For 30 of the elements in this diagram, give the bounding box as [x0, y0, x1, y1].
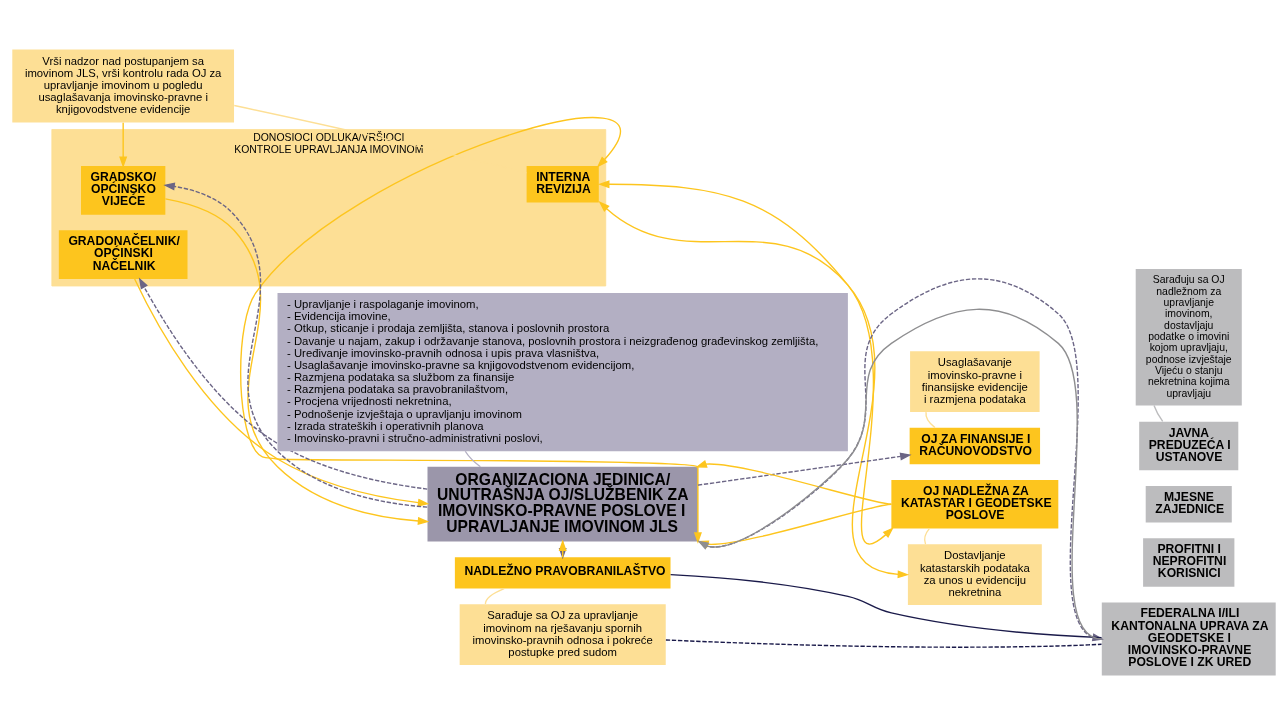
connector	[923, 528, 930, 545]
arrow	[598, 180, 894, 545]
node-box: GRADSKO/ OPĆINSKO VIJEĆE	[81, 166, 166, 215]
node-box: INTERNA REVIZIJA	[526, 166, 599, 203]
arrow	[695, 460, 893, 505]
connector	[1153, 404, 1164, 423]
connector	[464, 450, 482, 468]
node-box: NADLEŽNO PRAVOBRANILAŠTVO	[454, 557, 671, 589]
node-box: - Upravljanje i raspolaganje imovinom, - Evidencija imovine, - Otkup, sticanje i prodaja zemljišta, stanova i poslovnih prostora - Davanje u najam, zakup i održavanje stanova, poslovnih prostora i neizgrađenog građevinskog zemljišta, - Uređivanje imovinsko-pravnih odnosa i upis prava vlasništva, - Usaglašavanje imovinsko-pravne sa knjigovodstvenom evidencijom, - Razmjena podataka sa službom za finansije - Razmjena podataka sa pravobranilaštvom, - Procjena vrijednosti nekretnina, - Podnošenje izvještaja o upravljanju imovinom - Izrada strateških i operativnih planova - Imovinsko-pravni i stručno-administrativni poslovi,	[277, 292, 848, 452]
node-box: Dostavljanje katastarskih podataka za unos u evidenciju nekretnina	[907, 544, 1042, 606]
connector	[665, 639, 1103, 648]
arrow	[598, 201, 910, 579]
connector	[484, 587, 505, 605]
node-box: Sarađuju sa OJ nadležnom za upravljanje imovinom, dostavljaju podatke o imovini kojom upravljaju, podnose izvještaje Vijeću o stanju nekretnina kojima upravljaju	[1135, 269, 1242, 406]
node-box: Vrši nadzor nad postupanjem sa imovinom JLS, vrši kontrolu rada OJ za upravljanje imovinom u pogledu usaglašavanja imovinsko-pravne i knjigovodstvene evidencije	[12, 49, 235, 123]
connector	[233, 104, 528, 174]
node-box: GRADONAČELNIK/ OPĆINSKI NAČELNIK	[58, 230, 188, 280]
node-box: OJ ZA FINANSIJE I RAČUNOVODSTVO	[909, 427, 1041, 465]
arrow	[697, 452, 912, 486]
node-box: Sarađuje sa OJ za upravljanje imovinom na rješavanju spornih imovinsko-pravnih odnosa i pokreće postupke pred sudom	[459, 604, 666, 666]
connector	[925, 411, 936, 429]
arrow	[119, 122, 128, 168]
node-box: JAVNA PREDUZEĆA I USTANOVE	[1139, 421, 1239, 471]
node-box: FEDERALNA I/ILI KANTONALNA UPRAVA ZA GEODETSKE I IMOVINSKO-PRAVNE POSLOVE I ZK URED	[1101, 602, 1276, 676]
node-box: MJESNE ZAJEDNICE	[1145, 485, 1232, 523]
node-box: OJ NADLEŽNA ZA KATASTAR I GEODETSKE POSLOVE	[891, 479, 1059, 529]
node-box: PROFITNI I NEPROFITNI KORISNICI	[1143, 538, 1235, 587]
node-box: ORGANIZACIONA JEDINICA/ UNUTRAŠNJA OJ/SLUŽBENIK ZA IMOVINSKO-PRAVNE POSLOVE I UPRAVLJANJE IMOVINOM JLS	[427, 466, 698, 542]
node-box: Usaglašavanje imovinsko-pravne i finansijske evidencije i razmjena podataka	[910, 351, 1040, 413]
connector	[669, 574, 1103, 639]
